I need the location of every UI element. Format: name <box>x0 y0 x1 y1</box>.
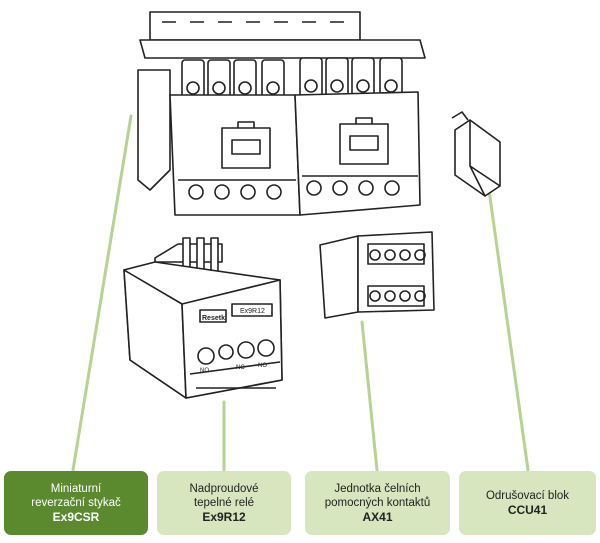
component-label-thermal-relay: Nadproudové tepelné relé Ex9R12 <box>157 471 291 535</box>
component-code: AX41 <box>362 510 393 524</box>
relay-brand-text: Resetk <box>202 315 225 322</box>
component-label-line1: Miniaturní <box>50 483 102 495</box>
connector-aux-contacts <box>360 320 379 472</box>
component-code: CCU41 <box>507 503 548 517</box>
component-code: Ex9R12 <box>202 510 246 524</box>
relay-terminal-mark-2: NC <box>236 365 245 371</box>
connector-lines <box>71 114 530 472</box>
component-label-contactor: Miniaturní reverzační stykač Ex9CSR <box>4 471 148 535</box>
component-label-aux-contacts: Jednotka čelních pomocných kontaktů AX41 <box>305 471 450 535</box>
suppressor-block-illustration <box>451 111 501 197</box>
component-label-suppressor: Odrušovací blok CCU41 <box>459 471 596 535</box>
relay-model-plate-text: Ex9R12 <box>240 308 265 315</box>
connector-contactor <box>71 114 133 472</box>
aux-contact-block-illustration <box>319 231 435 319</box>
component-label-line1: Nadproudové <box>189 483 259 495</box>
component-label-line1: Jednotka čelních <box>334 483 421 495</box>
relay-terminal-mark-1: NO <box>200 368 209 374</box>
component-label-line2: tepelné relé <box>193 497 255 509</box>
component-code: Ex9CSR <box>52 510 100 524</box>
thermal-relay-illustration <box>123 237 283 399</box>
component-label-line1: Odrušovací blok <box>485 490 570 502</box>
reversing-contactor-illustration <box>137 11 426 216</box>
connector-suppressor <box>487 188 530 472</box>
component-label-line2: reverzační stykač <box>31 497 121 509</box>
component-label-line2: pomocných kontaktů <box>324 497 431 509</box>
relay-terminal-mark-3: NO <box>258 363 267 369</box>
